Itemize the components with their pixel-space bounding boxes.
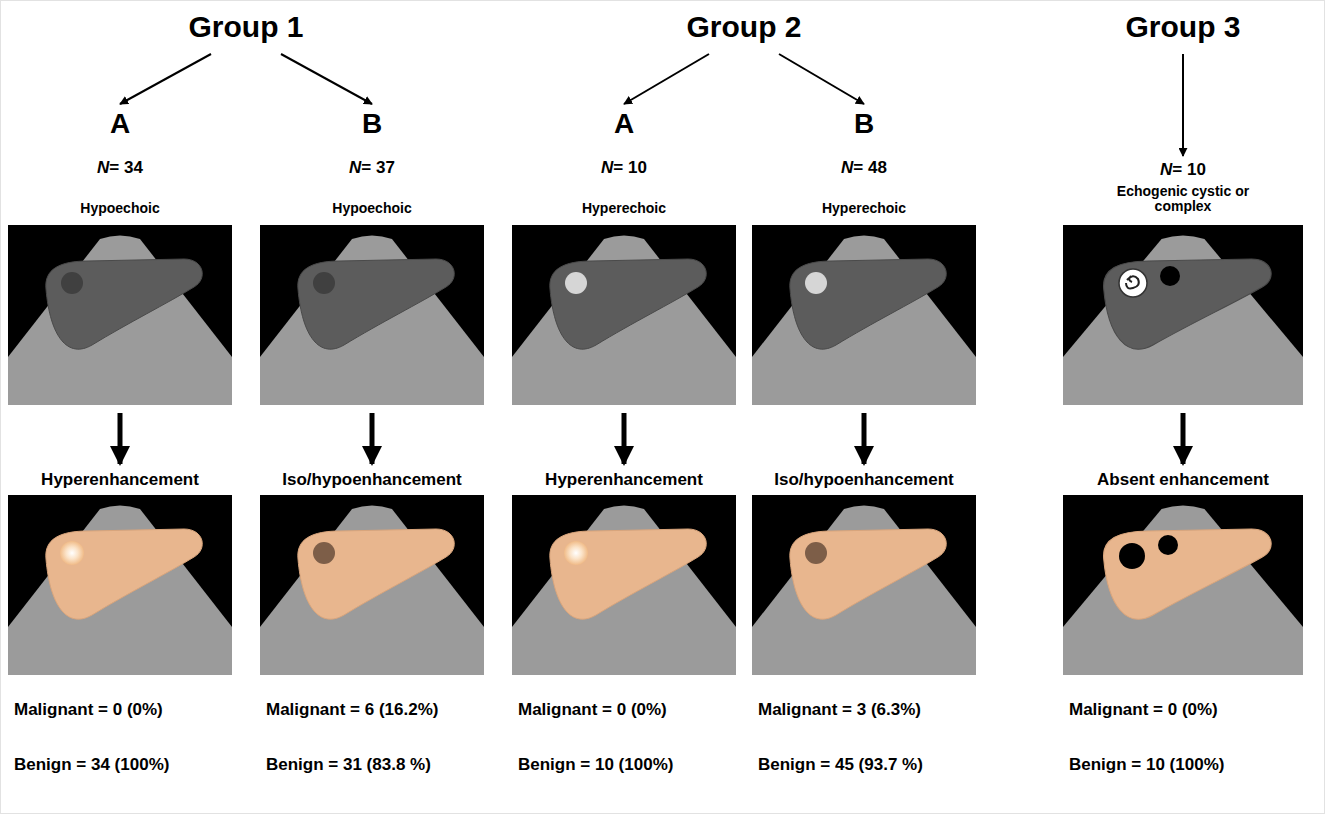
ceus-image: [8, 495, 232, 675]
hyperechoic-lesion: [805, 272, 827, 294]
enhancement-label: Hyperenhancement: [41, 470, 199, 490]
outcome-count: Benign = 10 (100%): [518, 755, 673, 775]
group-heading: Group 2: [664, 10, 824, 52]
case-count: N= 34: [97, 158, 143, 178]
hypoechoic-lesion: [313, 272, 335, 294]
complex-lesion-swirl: [1126, 276, 1139, 288]
enhancement-label: Hyperenhancement: [545, 470, 703, 490]
group-title: Group 3: [1125, 10, 1240, 45]
group-heading: Group 3: [1103, 10, 1263, 52]
outcome-count: Malignant = 0 (0%): [1069, 700, 1218, 720]
subgroup-panel: N= 10 Echogenic cystic or complex: [1063, 160, 1303, 405]
subgroup-letter: B: [854, 108, 874, 140]
subgroup-letter: A: [110, 108, 130, 140]
echogenicity-label: Hyperechoic: [582, 200, 666, 216]
hypoenhancing-lesion: [805, 542, 827, 564]
subgroup-letter: B: [362, 108, 382, 140]
echogenicity-label: Hyperechoic: [822, 200, 906, 216]
enhancement-panel: Iso/hypoenhancementMalignant = 6 (16.2%)…: [260, 470, 484, 782]
enhancement-label: Iso/hypoenhancement: [282, 470, 461, 490]
ceus-image: [512, 495, 736, 675]
ceus-image: [752, 495, 976, 675]
outcome-count: Benign = 34 (100%): [14, 755, 169, 775]
enhancement-label: Absent enhancement: [1097, 470, 1269, 490]
branch-arrow: [1182, 54, 1184, 156]
hypoechoic-lesion: [61, 272, 83, 294]
branch-arrow: [624, 54, 709, 104]
enhancement-panel: HyperenhancementMalignant = 0 (0%) Benign…: [512, 470, 736, 782]
group-title: Group 2: [686, 10, 801, 45]
flow-arrow: [862, 413, 867, 464]
enhancement-label: Iso/hypoenhancement: [774, 470, 953, 490]
complex-lesion: [1119, 269, 1147, 297]
group-heading: Group 1: [166, 10, 326, 52]
subgroup-letter: A: [614, 108, 634, 140]
case-count: N= 48: [841, 158, 887, 178]
echogenicity-label: Hypoechoic: [80, 200, 159, 216]
outcome-count: Malignant = 3 (6.3%): [758, 700, 921, 720]
flow-arrow: [370, 413, 375, 464]
outcome-count: Benign = 45 (93.7 %): [758, 755, 923, 775]
outcome-count: Benign = 31 (83.8 %): [266, 755, 431, 775]
hyperechoic-lesion: [565, 272, 587, 294]
case-count: N= 10: [1160, 160, 1206, 180]
ceus-image: [1063, 495, 1303, 675]
outcome-count: Benign = 10 (100%): [1069, 755, 1224, 775]
hyperenhancing-lesion: [564, 541, 588, 565]
ultrasound-image: [1063, 225, 1303, 405]
echogenicity-label: Echogenic cystic or complex: [1098, 184, 1268, 215]
hypoenhancing-lesion: [313, 542, 335, 564]
flow-arrow: [622, 413, 627, 464]
hyperenhancing-lesion: [60, 541, 84, 565]
ultrasound-image: [260, 225, 484, 405]
subgroup-panel: B N= 37 Hypoechoic: [260, 108, 484, 405]
ultrasound-image: [512, 225, 736, 405]
ultrasound-image: [8, 225, 232, 405]
flow-arrow: [1181, 413, 1186, 464]
group-title: Group 1: [188, 10, 303, 45]
subgroup-panel: B N= 48 Hyperechoic: [752, 108, 976, 405]
outcome-count: Malignant = 0 (0%): [518, 700, 667, 720]
non-enhancing-lesion: [1158, 535, 1178, 555]
enhancement-panel: Absent enhancementMalignant = 0 (0%) Beni…: [1063, 470, 1303, 782]
flow-arrow: [118, 413, 123, 464]
ceus-image: [260, 495, 484, 675]
outcome-count: Malignant = 6 (16.2%): [266, 700, 438, 720]
case-count: N= 37: [349, 158, 395, 178]
non-enhancing-lesion: [1119, 543, 1145, 569]
branch-arrow: [120, 54, 211, 104]
enhancement-panel: Iso/hypoenhancementMalignant = 3 (6.3%) B…: [752, 470, 976, 782]
outcome-count: Malignant = 0 (0%): [14, 700, 163, 720]
cystic-lesion: [1160, 266, 1180, 286]
subgroup-panel: A N= 10 Hyperechoic: [512, 108, 736, 405]
enhancement-panel: HyperenhancementMalignant = 0 (0%) Benign…: [8, 470, 232, 782]
branch-arrow: [281, 54, 372, 104]
branch-arrow: [779, 54, 864, 104]
ultrasound-image: [752, 225, 976, 405]
echogenicity-label: Hypoechoic: [332, 200, 411, 216]
case-count: N= 10: [601, 158, 647, 178]
subgroup-panel: A N= 34 Hypoechoic: [8, 108, 232, 405]
